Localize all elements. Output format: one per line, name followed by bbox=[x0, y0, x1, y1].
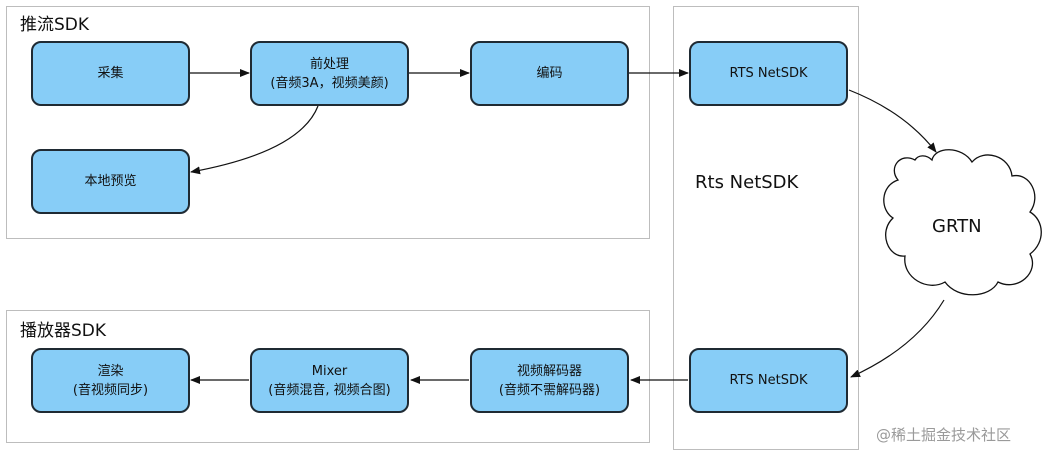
preprocess-node: 前处理 (音频3A，视频美颜) bbox=[250, 41, 409, 106]
rts-netsdk-top-node: RTS NetSDK bbox=[689, 41, 848, 106]
local-preview-label: 本地预览 bbox=[84, 174, 137, 189]
video-decoder-node: 视频解码器 (音频不需解码器) bbox=[470, 348, 629, 413]
render-label-line2: (音视频同步) bbox=[72, 382, 149, 398]
arrow-rts-top-to-cloud bbox=[848, 89, 937, 153]
render-label-line1: 渲染 bbox=[97, 363, 124, 379]
rts-netsdk-column-title: Rts NetSDK bbox=[695, 172, 799, 193]
grtn-cloud-icon bbox=[883, 149, 1042, 296]
grtn-cloud-label: GRTN bbox=[932, 216, 982, 237]
arrow-preprocess-to-preview bbox=[190, 105, 319, 175]
mixer-node: Mixer (音频混音, 视频合图) bbox=[250, 348, 409, 413]
encode-label: 编码 bbox=[536, 66, 563, 81]
rts-netsdk-bottom-label: RTS NetSDK bbox=[729, 373, 808, 388]
arrow-cloud-to-rts-bottom bbox=[850, 299, 945, 378]
preprocess-label-line2: (音频3A，视频美颜) bbox=[270, 75, 389, 91]
mixer-label-line1: Mixer bbox=[311, 363, 348, 379]
preprocess-label-line1: 前处理 bbox=[309, 56, 349, 72]
capture-node: 采集 bbox=[31, 41, 190, 106]
decoder-label-line2: (音频不需解码器) bbox=[498, 382, 601, 398]
capture-label: 采集 bbox=[97, 66, 124, 81]
encode-node: 编码 bbox=[470, 41, 629, 106]
decoder-label-line1: 视频解码器 bbox=[516, 363, 582, 379]
render-node: 渲染 (音视频同步) bbox=[31, 348, 190, 413]
player-sdk-title: 播放器SDK bbox=[20, 321, 107, 341]
local-preview-node: 本地预览 bbox=[31, 149, 190, 214]
mixer-label-line2: (音频混音, 视频合图) bbox=[268, 382, 391, 398]
watermark: @稀土掘金技术社区 bbox=[876, 426, 1012, 444]
push-sdk-title: 推流SDK bbox=[20, 15, 90, 35]
rts-netsdk-top-label: RTS NetSDK bbox=[729, 66, 808, 81]
rts-netsdk-bottom-node: RTS NetSDK bbox=[689, 348, 848, 413]
